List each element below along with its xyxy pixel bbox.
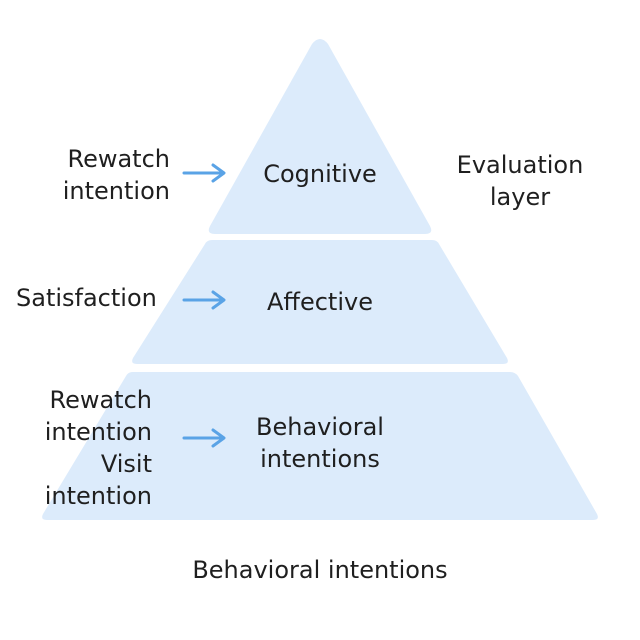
input-line: intention [44, 482, 152, 510]
tier-input-behavioral: Rewatch intention Visit intention [10, 384, 152, 512]
tier-behavioral-shape [42, 372, 598, 520]
input-line: Visit [100, 450, 152, 478]
tier-input-cognitive: Rewatch intention [20, 143, 170, 207]
right-arrow-icon [182, 290, 226, 310]
side-label-evaluation-layer: Evaluation layer [440, 149, 600, 213]
tier-label-cognitive: Cognitive [263, 160, 377, 188]
input-line: Satisfaction [16, 284, 157, 312]
right-arrow-icon [182, 163, 226, 183]
right-arrow-icon [182, 428, 226, 448]
tier-label-behavioral: Behavioral intentions [230, 411, 410, 475]
tier-affective-shape [132, 240, 508, 364]
tier-label-line: Behavioral [256, 413, 384, 441]
input-line: Rewatch [49, 386, 152, 414]
tier-cognitive-shape [208, 39, 432, 234]
side-label-line: Evaluation [456, 151, 584, 179]
tier-label-affective: Affective [267, 288, 373, 316]
side-label-line: layer [489, 183, 551, 211]
input-line: intention [44, 418, 152, 446]
tier-label-line: intentions [260, 445, 380, 473]
input-line: Rewatch [67, 145, 170, 173]
input-line: intention [62, 177, 170, 205]
tier-input-affective: Satisfaction [16, 282, 176, 314]
diagram-caption: Behavioral intentions [192, 556, 448, 584]
